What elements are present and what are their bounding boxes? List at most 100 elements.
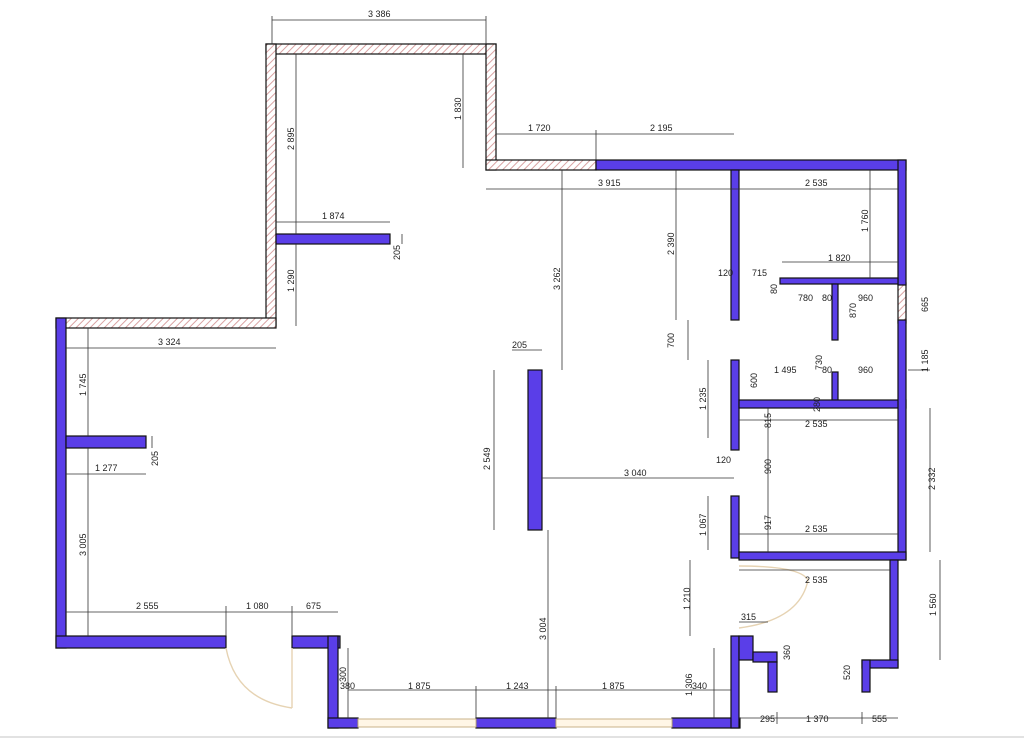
wall-right-low <box>889 559 899 669</box>
dim-label: 2 535 <box>805 575 828 585</box>
dim-label: 1 745 <box>78 373 88 396</box>
dim-label: 80 <box>769 284 779 294</box>
dim-label: 3 262 <box>552 267 562 290</box>
dim-label: 1 210 <box>682 587 692 610</box>
wall-free-partition <box>527 369 543 531</box>
dim-label: 360 <box>782 645 792 660</box>
window-right <box>555 718 673 728</box>
dim-label: 315 <box>741 612 756 622</box>
hall-door-arc <box>738 565 809 629</box>
wall-bottom-right <box>671 717 741 729</box>
dim-label: 205 <box>392 245 402 260</box>
dim-label: 3 386 <box>368 9 391 19</box>
dim-label: 1 560 <box>928 593 938 616</box>
wall-top-right <box>595 159 907 171</box>
wall-niche-b <box>861 659 871 693</box>
dim-label: 780 <box>798 293 813 303</box>
wall-wc-a <box>831 283 839 341</box>
wall-top-old <box>265 43 497 55</box>
dim-label: 3 040 <box>624 468 647 478</box>
dim-label: 1 874 <box>322 211 345 221</box>
dim-label: 665 <box>920 297 930 312</box>
wall-step-old <box>485 159 597 171</box>
dim-label: 80 <box>822 365 832 375</box>
dim-label: 1 760 <box>860 209 870 232</box>
dim-label: 380 <box>340 681 355 691</box>
dim-label: 1 875 <box>408 681 431 691</box>
dim-label: 1 875 <box>602 681 625 691</box>
dim-label: 2 535 <box>805 524 828 534</box>
wall-right-mid <box>897 319 907 561</box>
wall-wc-b <box>831 371 839 403</box>
wall-stub-left <box>65 435 147 449</box>
new-walls <box>55 159 907 729</box>
dim-label: 2 535 <box>805 178 828 188</box>
dim-label: 2 332 <box>927 467 937 490</box>
dim-label: 960 <box>858 365 873 375</box>
dim-label: 700 <box>666 333 676 348</box>
dim-label: 1 370 <box>806 714 829 724</box>
dim-label: 3 915 <box>598 178 621 188</box>
dim-label: 555 <box>872 714 887 724</box>
wall-mid-left-old <box>55 317 277 329</box>
dim-label: 2 895 <box>286 127 296 150</box>
wall-vert-b <box>730 359 740 451</box>
wall-left-upper-old <box>265 43 277 327</box>
dim-label: 3 004 <box>538 617 548 640</box>
wall-bath-top <box>738 399 907 409</box>
dim-label: 917 <box>763 515 773 530</box>
wall-step-b <box>752 651 778 663</box>
dim-label: 960 <box>858 293 873 303</box>
dim-label: 1 243 <box>506 681 529 691</box>
dim-label: 2 549 <box>482 447 492 470</box>
dim-label: 600 <box>749 373 759 388</box>
dim-label: 80 <box>822 293 832 303</box>
wall-vert-c <box>730 495 740 559</box>
openings <box>225 565 809 728</box>
wall-bottom-corner <box>327 717 359 729</box>
dim-label: 1 067 <box>698 513 708 536</box>
wall-bottom-left <box>55 635 227 649</box>
window-left <box>357 718 477 728</box>
dim-label: 1 495 <box>774 365 797 375</box>
wall-vert-a <box>730 169 740 321</box>
entry-door-arc <box>225 647 293 709</box>
dim-label: 815 <box>763 413 773 428</box>
dim-label: 205 <box>512 340 527 350</box>
wall-right-old <box>897 282 907 324</box>
wall-left <box>55 317 67 649</box>
dim-label: 1 235 <box>698 387 708 410</box>
dim-label: 295 <box>760 714 775 724</box>
wall-partition-top <box>275 233 391 245</box>
dim-label: 520 <box>842 665 852 680</box>
wall-right-top <box>897 159 907 286</box>
dim-label: 675 <box>306 601 321 611</box>
dim-label: 2 195 <box>650 123 673 133</box>
dim-label: 1 185 <box>920 349 930 372</box>
wall-lower-left <box>327 635 339 729</box>
dim-label: 1 080 <box>246 601 269 611</box>
wall-closet-bottom <box>738 551 907 561</box>
dim-label: 280 <box>812 397 822 412</box>
dim-label: 1 306 <box>684 673 694 696</box>
wall-shelf <box>779 277 899 285</box>
wall-bottom-pier <box>475 717 557 729</box>
dim-label: 1 830 <box>453 97 463 120</box>
dim-label: 715 <box>752 268 767 278</box>
dim-label: 205 <box>150 451 160 466</box>
dim-label: 870 <box>848 303 858 318</box>
wall-step-a <box>738 635 754 661</box>
wall-top-right-old <box>485 43 497 171</box>
dim-label: 1 290 <box>286 269 296 292</box>
dim-label: 120 <box>718 268 733 278</box>
dim-label: 730 <box>814 355 824 370</box>
dim-label: 900 <box>763 459 773 474</box>
dim-label: 300 <box>338 667 348 682</box>
wall-step-c <box>767 661 778 693</box>
wall-vert-d <box>730 635 740 729</box>
dim-label: 3 324 <box>158 337 181 347</box>
dim-label: 340 <box>692 681 707 691</box>
dim-label: 2 555 <box>136 601 159 611</box>
dimension-lines <box>66 16 941 724</box>
